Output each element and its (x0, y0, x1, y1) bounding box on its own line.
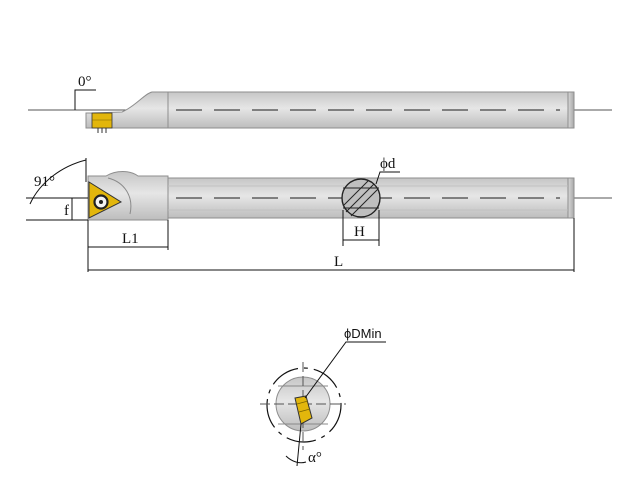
side-angle-label: 0° (78, 74, 92, 90)
front-view-shank-end (567, 177, 575, 219)
end-view: ϕDMin α° (260, 326, 386, 467)
min-bore-label: ϕDMin (344, 326, 382, 341)
head-clamp-arc (107, 177, 132, 215)
insert-screw-center (99, 200, 103, 204)
end-view-insert-line-1 (296, 400, 309, 405)
end-view-insert (294, 395, 313, 425)
top-view-insert (91, 112, 113, 129)
clearance-angle-line (296, 423, 302, 467)
shank-diameter-label: ϕd (380, 156, 396, 172)
overall-length-label: L (334, 254, 343, 270)
shank-cross-section (341, 178, 381, 218)
clearance-angle-label: α° (308, 450, 322, 466)
top-view-shank-end (567, 91, 575, 129)
end-view-insert-line-2 (298, 408, 311, 413)
offset-label: f (64, 203, 69, 219)
clearance-angle-arc (285, 455, 307, 464)
min-bore-leader (304, 341, 386, 399)
lead-angle-label: 91° (34, 174, 55, 190)
side-angle-leader (74, 89, 96, 110)
min-bore-circle (266, 367, 342, 443)
top-view: 0° (28, 74, 612, 133)
head-length-label: L1 (122, 231, 139, 247)
front-view: ϕd H 91° f L1 L (26, 156, 612, 272)
shank-diameter-leader (375, 171, 400, 185)
insert-clamp-teeth (97, 128, 107, 133)
flat-height-label: H (354, 224, 365, 240)
